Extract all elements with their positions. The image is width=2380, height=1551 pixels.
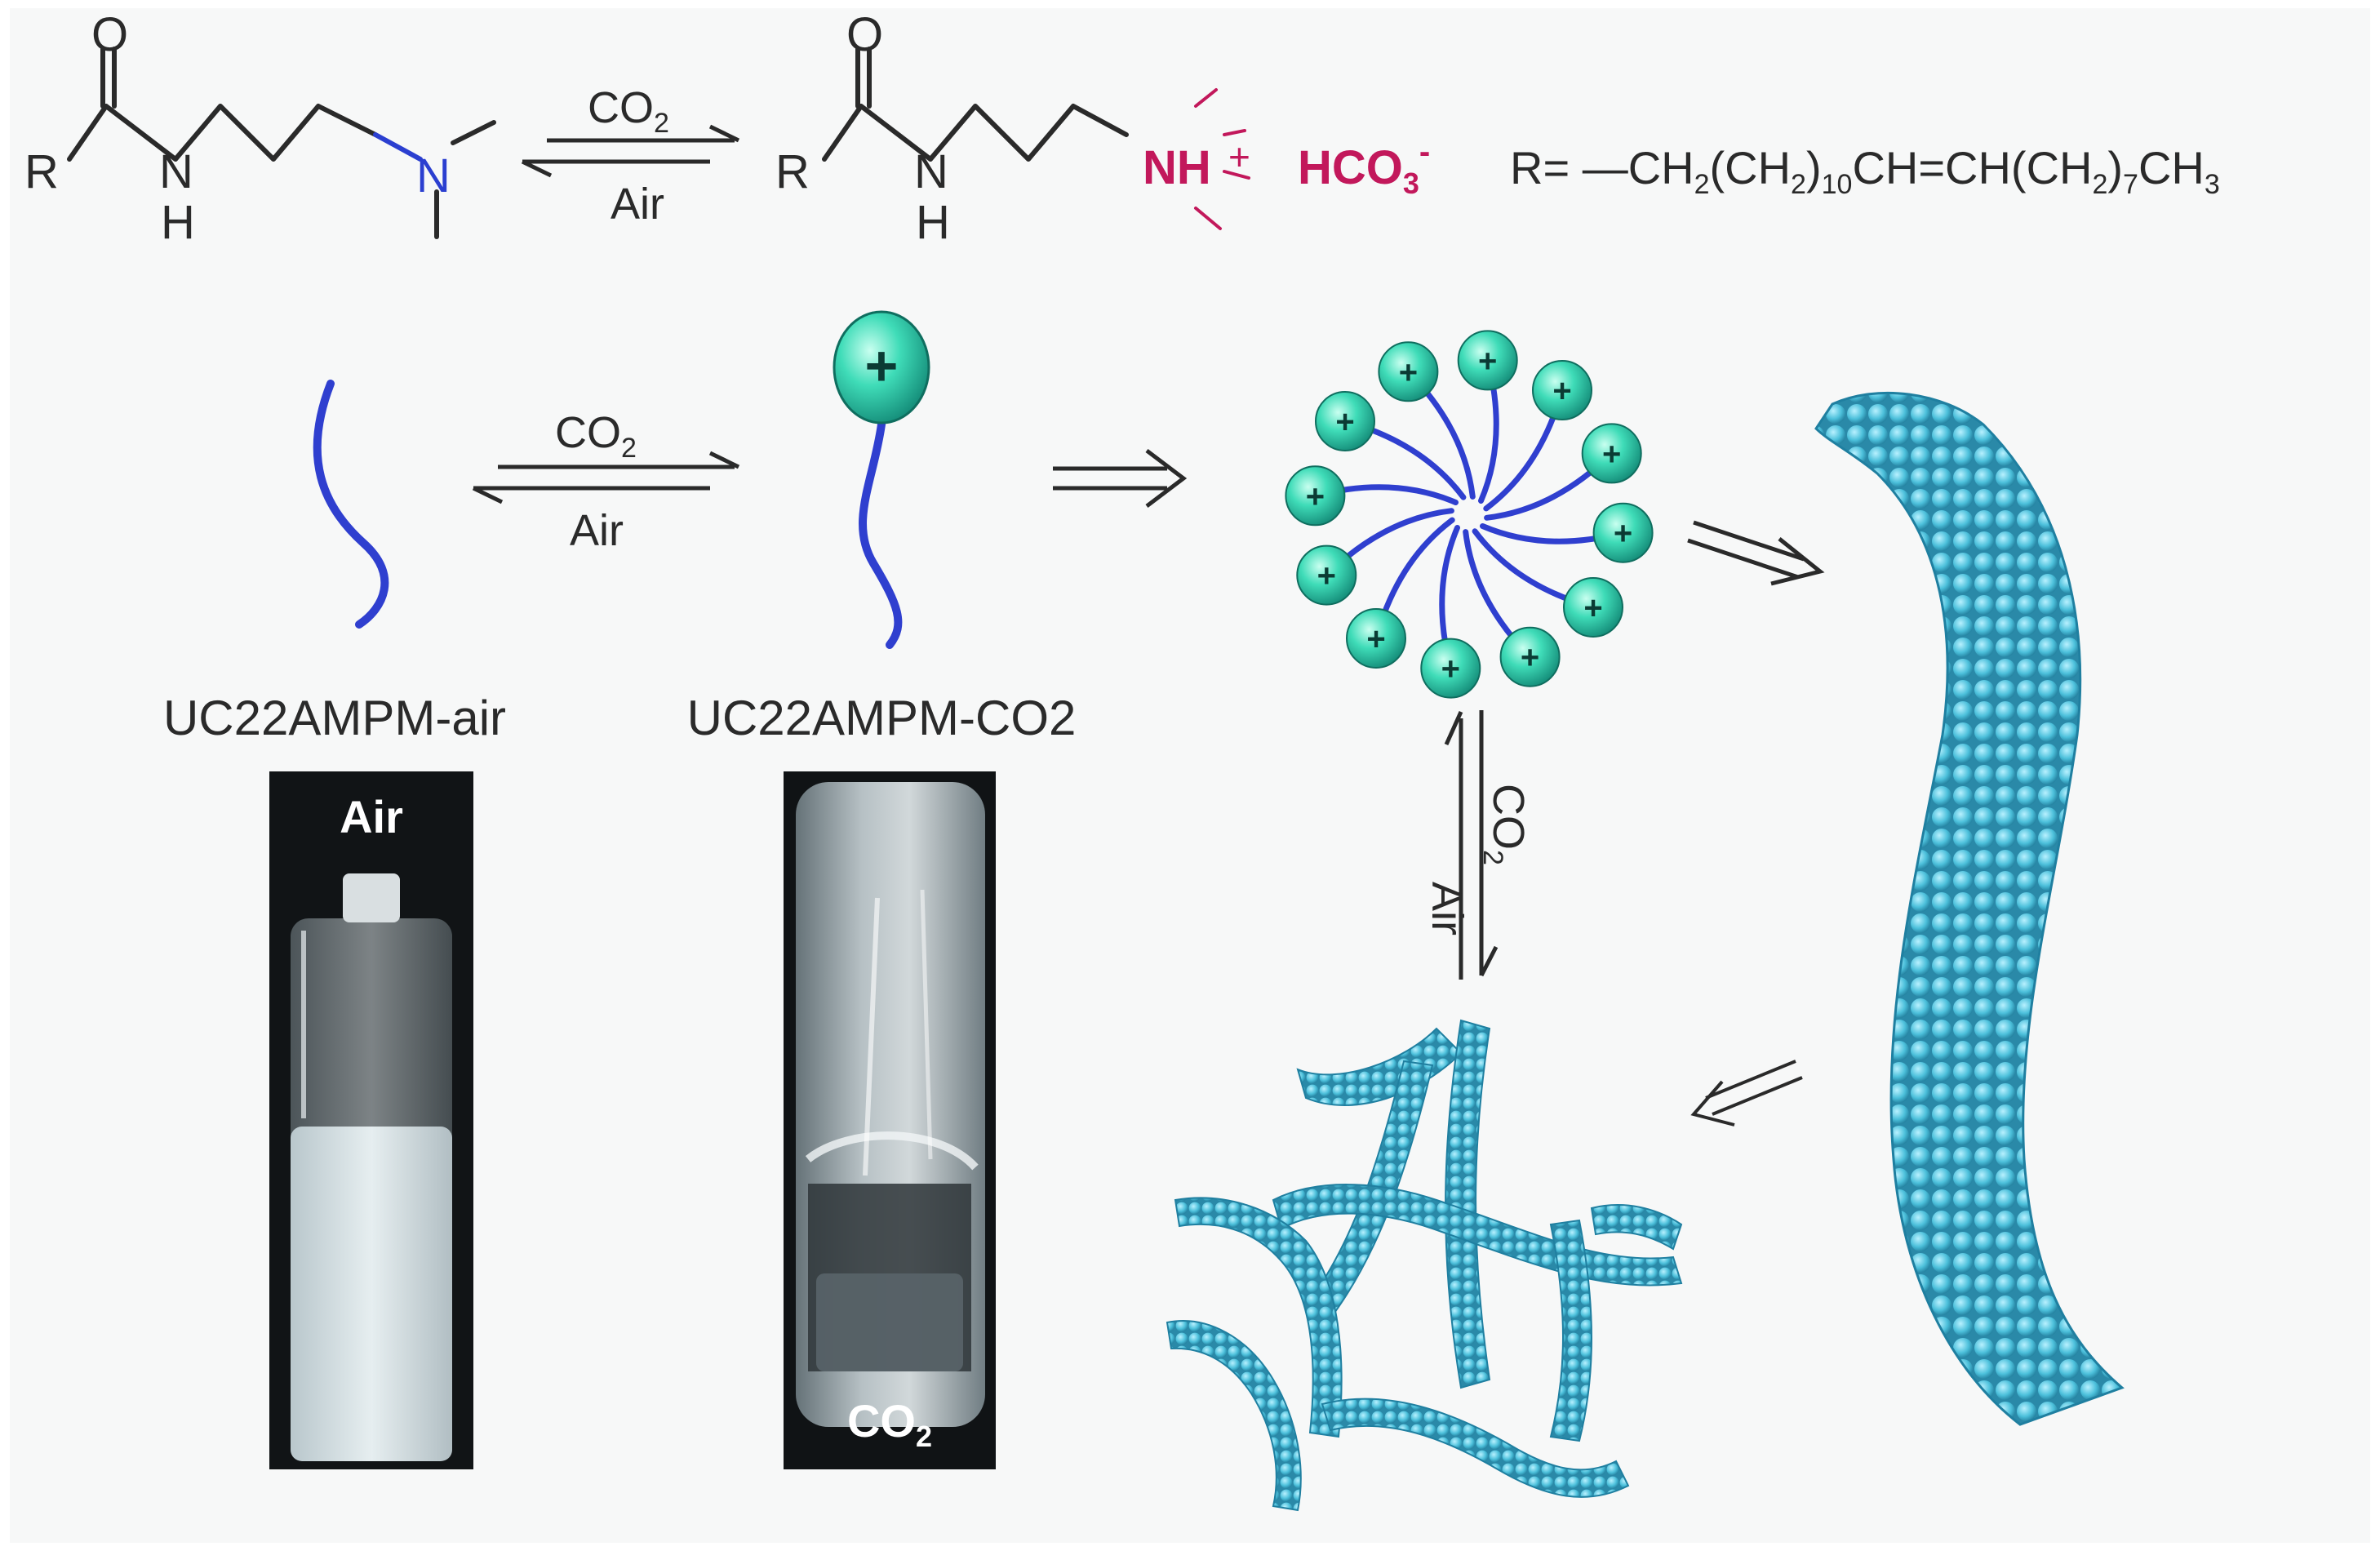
micelle-head-charge: +	[1583, 590, 1602, 626]
r-part-0-sub: 2	[1694, 169, 1710, 200]
micelle-head-charge: +	[1399, 354, 1418, 390]
r-group-label-product: R	[775, 145, 810, 198]
implies-arrow-2	[1687, 520, 1825, 586]
r-part-5-sub: 3	[2205, 169, 2220, 200]
r-definition: R= —CH2(CH2)10CH=CH(CH2)7CH3	[1510, 142, 2220, 200]
bicarbonate-label: HCO3-	[1298, 134, 1430, 200]
nh-n-label-product: N	[914, 145, 948, 198]
scheme-labels: R O N H N R O N H NH + HCO3- R= —CH2(CH2…	[24, 8, 2220, 249]
vial-co2-sub: 2	[916, 1420, 932, 1453]
co2-sub-top: 2	[654, 108, 669, 139]
molecule-air-label: UC22AMPM-air	[163, 691, 506, 745]
micelle-head	[1296, 544, 1357, 606]
equilibrium-arrows-middle: CO2 Air	[472, 408, 740, 555]
vial-photo-co2: CO2	[784, 771, 996, 1469]
r-group-label: R	[24, 145, 59, 198]
r-part-4-sub: 7	[2123, 169, 2138, 200]
micelle: + + + + + + + + + + + +	[1285, 330, 1654, 699]
oxygen-label-product: O	[846, 8, 883, 61]
implies-arrow-1	[1053, 449, 1188, 508]
reaction-scheme	[67, 47, 1250, 239]
bicarbonate-charge: -	[1419, 134, 1430, 170]
vial-co2-text: CO	[847, 1395, 916, 1447]
micelle-head-charge: +	[1317, 558, 1336, 594]
ammonium-charge: +	[1228, 136, 1250, 178]
tertiary-amine-structure	[67, 47, 496, 239]
micelle-head	[1457, 330, 1518, 391]
amine-nitrogen-label: N	[416, 149, 451, 202]
vial-co2-label: CO2	[847, 1395, 932, 1453]
micelle-head	[1532, 360, 1592, 420]
oxygen-label: O	[91, 8, 128, 61]
nh-h-label: H	[161, 196, 195, 249]
micelle-head	[1499, 626, 1561, 687]
micelle-head-charge: +	[1441, 651, 1460, 687]
micelle-head-charge: +	[1335, 404, 1354, 440]
ammonium-label: NH	[1143, 141, 1211, 194]
micelle-head-charge: +	[1478, 343, 1497, 379]
micelle-head-charge: +	[1552, 373, 1571, 409]
bicarbonate-subscript: 3	[1403, 167, 1419, 200]
micelle-head-charge: +	[1614, 516, 1632, 552]
surfactant-co2: +	[833, 310, 930, 649]
charged-head-group	[833, 310, 930, 424]
r-part-4: )	[2107, 142, 2123, 193]
r-definition-dash: —	[1583, 142, 1628, 193]
co2-forward-label-top: CO2	[588, 83, 669, 139]
co2-text-middle: CO	[555, 408, 621, 457]
micelle-head-charge: +	[1521, 640, 1539, 676]
air-reverse-label-vertical: Air	[1423, 882, 1472, 935]
micelle-head	[1592, 502, 1654, 563]
r-part-3: CH=CH(CH	[1852, 142, 2092, 193]
r-part-2-sub: 10	[1822, 169, 1853, 200]
micelle-head	[1378, 341, 1439, 402]
vial-photo-air: Air	[269, 771, 473, 1469]
r-part-0: CH	[1628, 142, 1694, 193]
r-definition-prefix: R=	[1510, 142, 1583, 193]
co2-text-top: CO	[588, 83, 654, 132]
micelle-head-charge: +	[1306, 478, 1325, 514]
air-reverse-label-top: Air	[611, 180, 664, 229]
vial-air-label: Air	[340, 791, 403, 842]
micelle-head-charge: +	[1602, 436, 1621, 472]
micelle-head	[1581, 423, 1642, 484]
surfactant-air	[313, 380, 389, 629]
micelle-head-charge: +	[1366, 621, 1385, 657]
co2-forward-label-middle: CO2	[555, 408, 637, 464]
micelle-head	[1563, 577, 1623, 638]
molecule-co2-label: UC22AMPM-CO2	[687, 691, 1077, 745]
co2-sub-middle: 2	[621, 433, 637, 464]
r-part-3-sub: 2	[2092, 169, 2107, 200]
co2-text-vertical: CO	[1484, 784, 1533, 850]
micelle-head	[1315, 391, 1375, 451]
wormlike-micelle	[1814, 391, 2125, 1426]
r-part-2: )	[1806, 142, 1822, 193]
r-part-1-sub: 2	[1791, 169, 1806, 200]
micelle-head	[1420, 638, 1481, 699]
ammonium-structure	[822, 47, 1250, 230]
r-part-5: CH	[2138, 142, 2205, 193]
r-part-1: (CH	[1710, 142, 1792, 193]
equilibrium-arrows-top: CO2 Air	[521, 83, 740, 229]
co2-forward-label-vertical: CO2	[1477, 784, 1533, 865]
fiber-network	[1166, 1019, 1683, 1512]
micelle-head	[1346, 608, 1406, 669]
implies-arrow-3	[1690, 1060, 1803, 1127]
micelle-head	[1285, 465, 1346, 527]
air-reverse-label-middle: Air	[570, 506, 624, 555]
head-charge: +	[865, 334, 899, 398]
nh-h-label-product: H	[916, 196, 950, 249]
bicarbonate-text: HCO	[1298, 141, 1403, 194]
equilibrium-arrows-vertical: Air CO2	[1423, 710, 1533, 980]
nh-n-label: N	[159, 145, 193, 198]
co2-sub-vertical: 2	[1477, 850, 1508, 865]
